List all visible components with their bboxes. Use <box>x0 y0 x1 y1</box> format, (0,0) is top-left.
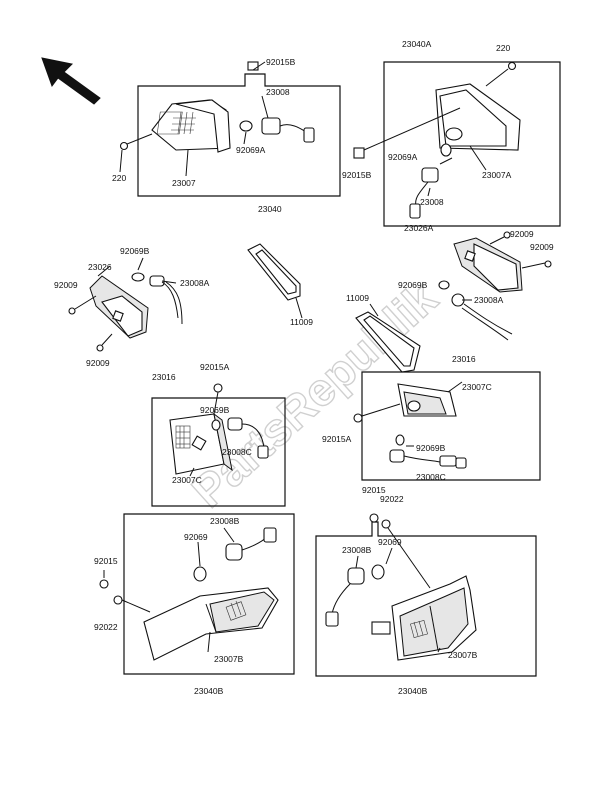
front-lamp-23007b-left <box>143 587 279 661</box>
label-23008-right: 23008 <box>420 197 444 207</box>
label-23008: 23008 <box>266 87 290 97</box>
label-92069a-right: 92069A <box>388 152 418 162</box>
bulb-92069-left <box>193 566 207 582</box>
label-11009-b: 11009 <box>346 293 369 303</box>
label-92015a: 92015A <box>200 362 230 372</box>
screw-220-right <box>507 61 517 71</box>
label-92015a-right: 92015A <box>322 434 352 444</box>
label-92009-d: 92009 <box>530 242 554 252</box>
label-23040: 23040 <box>258 204 282 214</box>
washer-92022-right <box>381 519 391 529</box>
label-92022-right: 92022 <box>380 494 404 504</box>
label-92069b-right: 92069B <box>398 280 428 290</box>
label-92015: 92015 <box>94 556 118 566</box>
bulb-92069b <box>131 272 145 282</box>
gasket-11009-top <box>247 243 303 319</box>
group-23040b-right <box>315 513 537 677</box>
socket-23008c-right <box>389 449 467 469</box>
label-23007a: 23007A <box>482 170 512 180</box>
label-92009-c: 92009 <box>510 229 534 239</box>
callout-labels: 92015B 23008 92069A 220 23007 23040 2304… <box>54 39 554 696</box>
label-23008a: 23008A <box>180 278 210 288</box>
nut-92015b <box>247 61 259 71</box>
label-92069b-d: 92069B <box>416 443 446 453</box>
group-23016-left <box>151 383 286 507</box>
group-23016-right <box>353 371 541 481</box>
turn-signal-lamp-23007a <box>435 83 521 151</box>
front-lamp-23007b-right <box>391 575 477 661</box>
screw-92009-b <box>96 344 104 352</box>
label-92069-right: 92069 <box>378 537 402 547</box>
socket-23008b-left <box>225 527 277 561</box>
label-92015b-right: 92015B <box>342 170 372 180</box>
label-23040b: 23040B <box>194 686 224 696</box>
group-23040a <box>353 61 561 227</box>
nut-92015a <box>213 383 223 393</box>
bulb-socket-23008-right <box>409 143 452 219</box>
marker-lamp-23026a <box>453 237 523 293</box>
screw-92009-d <box>544 260 552 268</box>
label-92009: 92009 <box>54 280 78 290</box>
socket-23008b-right <box>325 567 391 635</box>
bulb-92069b-c <box>211 419 221 431</box>
washer-92022-left <box>113 595 123 605</box>
label-92015-right: 92015 <box>362 485 386 495</box>
label-92069b: 92069B <box>120 246 150 256</box>
label-23040b-right: 23040B <box>398 686 428 696</box>
screw-92009-c <box>503 231 511 239</box>
nut-92015-left <box>99 579 109 589</box>
label-23008c-right: 23008C <box>416 472 446 482</box>
bulb-92069b-d <box>395 434 405 446</box>
label-23007b-right: 23007B <box>448 650 478 660</box>
marker-lamp-23026 <box>89 275 149 339</box>
label-23007: 23007 <box>172 178 196 188</box>
label-23026a: 23026A <box>404 223 434 233</box>
nut-92015-right <box>369 513 379 523</box>
group-23026a <box>438 231 552 341</box>
group-23040 <box>119 61 341 197</box>
label-23016-left: 23016 <box>152 372 176 382</box>
front-direction-arrow <box>41 57 101 105</box>
label-220-right: 220 <box>496 43 510 53</box>
bulb-92069-right <box>371 564 385 580</box>
label-23008b-right: 23008B <box>342 545 372 555</box>
gasket-11009-bottom <box>355 303 421 373</box>
turn-signal-lamp-23007 <box>151 99 231 153</box>
label-92069b-c: 92069B <box>200 405 230 415</box>
group-23026 <box>68 257 183 352</box>
label-23026: 23026 <box>88 262 112 272</box>
label-23008b: 23008B <box>210 516 240 526</box>
label-220: 220 <box>112 173 126 183</box>
label-23040a: 23040A <box>402 39 432 49</box>
label-92069: 92069 <box>184 532 208 542</box>
socket-23008c-left <box>227 417 269 459</box>
label-23016-right: 23016 <box>452 354 476 364</box>
label-92015b: 92015B <box>266 57 296 67</box>
label-92009-b: 92009 <box>86 358 110 368</box>
screw-92009-a <box>68 307 76 315</box>
nut-92015b-right <box>353 147 365 159</box>
group-23040b-left <box>99 513 295 675</box>
screw-220-left <box>119 133 153 151</box>
label-23007b: 23007B <box>214 654 244 664</box>
socket-23008a <box>149 275 183 325</box>
nut-92015a-right <box>353 413 363 423</box>
bulb-92069b-right <box>438 280 450 290</box>
bulb-socket-23008 <box>239 117 315 143</box>
label-92022: 92022 <box>94 622 118 632</box>
front-lamp-23007c-right <box>397 383 457 417</box>
label-23008a-right: 23008A <box>474 295 504 305</box>
label-92069a: 92069A <box>236 145 266 155</box>
label-23007c: 23007C <box>172 475 202 485</box>
label-11009-a: 11009 <box>290 317 313 327</box>
label-23007c-right: 23007C <box>462 382 492 392</box>
label-23008c: 23008C <box>222 447 252 457</box>
